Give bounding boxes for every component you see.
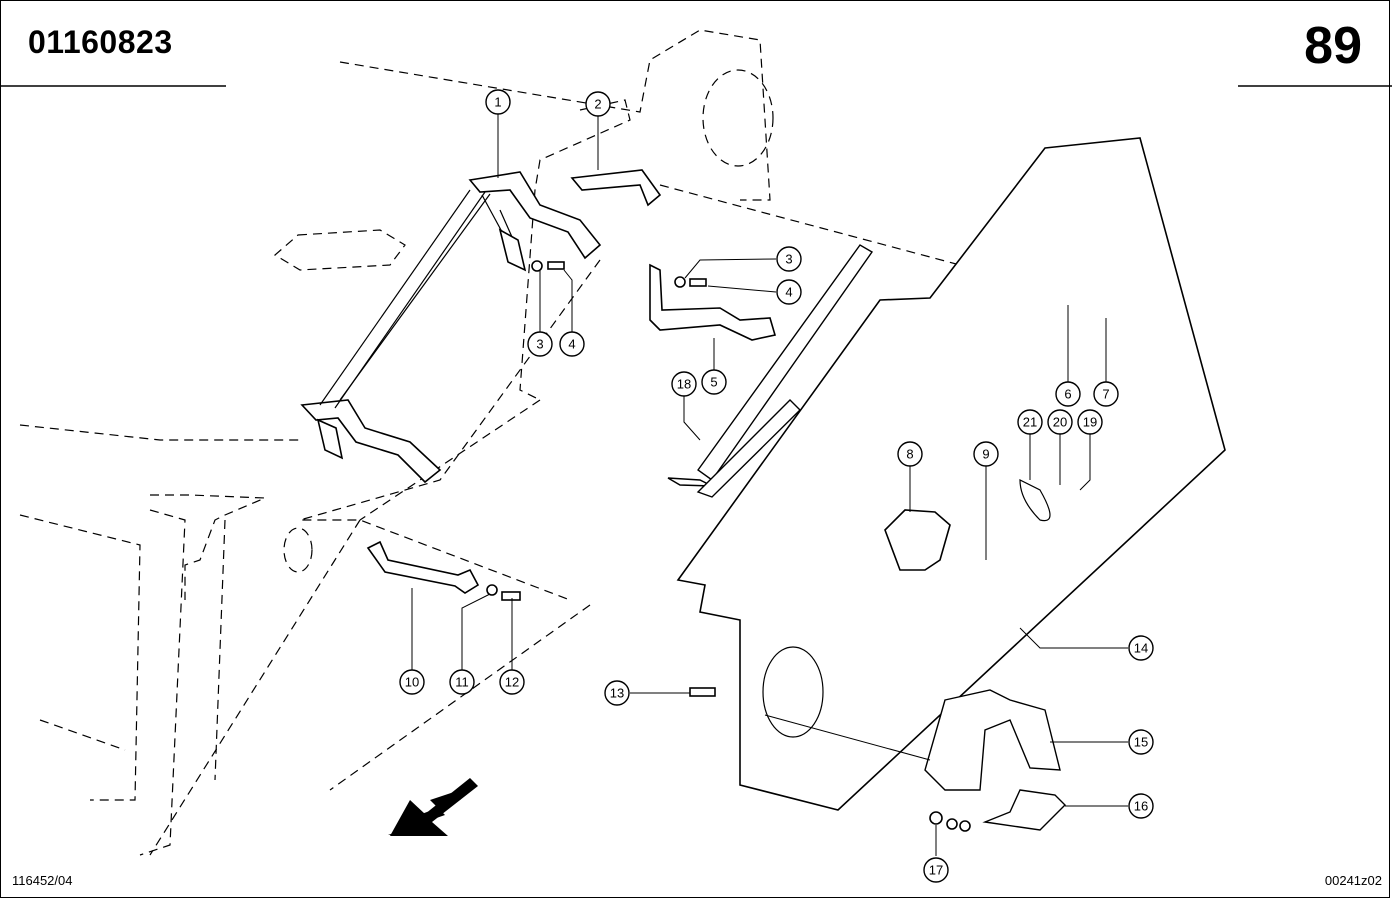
svg-text:3: 3 (785, 252, 792, 267)
angle-bracket-part-2 (570, 169, 662, 207)
svg-text:15: 15 (1134, 735, 1148, 750)
svg-text:8: 8 (906, 447, 913, 462)
callout-16: 16 (1128, 793, 1154, 819)
callout-8: 8 (897, 441, 923, 467)
arrow-down-left-icon-head (390, 778, 478, 836)
callout-18: 18 (671, 371, 697, 397)
callout-7: 7 (1093, 381, 1119, 407)
svg-text:20: 20 (1053, 415, 1067, 430)
svg-text:12: 12 (505, 675, 519, 690)
callout-1: 1 (485, 89, 511, 115)
machine-frame-outline (19, 29, 961, 856)
svg-text:11: 11 (455, 675, 469, 690)
svg-text:19: 19 (1083, 415, 1097, 430)
callout-11: 11 (449, 669, 475, 695)
bracket-part-1 (300, 171, 602, 484)
callout-10: 10 (399, 669, 425, 695)
callout-6: 6 (1055, 381, 1081, 407)
callout-5: 5 (701, 369, 727, 395)
svg-text:16: 16 (1134, 799, 1148, 814)
callout-15: 15 (1128, 729, 1154, 755)
svg-text:1: 1 (494, 95, 501, 110)
svg-text:17: 17 (929, 863, 943, 878)
footer-ref-right: 00241z02 (1324, 873, 1382, 888)
svg-text:13: 13 (610, 686, 624, 701)
bracket-part-5 (649, 263, 777, 341)
callout-20: 20 (1047, 409, 1073, 435)
svg-text:10: 10 (405, 675, 419, 690)
svg-text:4: 4 (568, 337, 575, 352)
callout-17: 17 (923, 857, 949, 883)
callout-13: 13 (604, 680, 630, 706)
callout-19: 19 (1077, 409, 1103, 435)
strip-part-18 (667, 244, 874, 498)
svg-text:2: 2 (594, 97, 601, 112)
svg-text:21: 21 (1023, 415, 1037, 430)
callout-12: 12 (499, 669, 525, 695)
callout-4-left: 4 (559, 331, 585, 357)
callout-3-right: 3 (776, 246, 802, 272)
svg-text:14: 14 (1134, 641, 1148, 656)
footer-ref-left: 116452/04 (12, 873, 73, 888)
callout-3-left: 3 (527, 331, 553, 357)
document-number: 01160823 (28, 24, 173, 60)
callout-21: 21 (1017, 409, 1043, 435)
svg-text:3: 3 (536, 337, 543, 352)
svg-text:9: 9 (982, 447, 989, 462)
callout-2: 2 (585, 91, 611, 117)
leader-lines (411, 114, 1128, 856)
svg-text:18: 18 (677, 377, 691, 392)
bracket-part-10 (366, 540, 480, 594)
callout-9: 9 (973, 441, 999, 467)
callout-4-right: 4 (776, 279, 802, 305)
callout-14: 14 (1128, 635, 1154, 661)
svg-text:7: 7 (1102, 387, 1109, 402)
svg-text:6: 6 (1064, 387, 1071, 402)
page-number: 89 (1304, 17, 1362, 75)
side-panel-part-14 (676, 137, 1226, 811)
guard-part-15 (924, 689, 1061, 791)
svg-text:4: 4 (785, 285, 792, 300)
guard-part-16 (982, 789, 1066, 831)
svg-text:5: 5 (710, 375, 717, 390)
